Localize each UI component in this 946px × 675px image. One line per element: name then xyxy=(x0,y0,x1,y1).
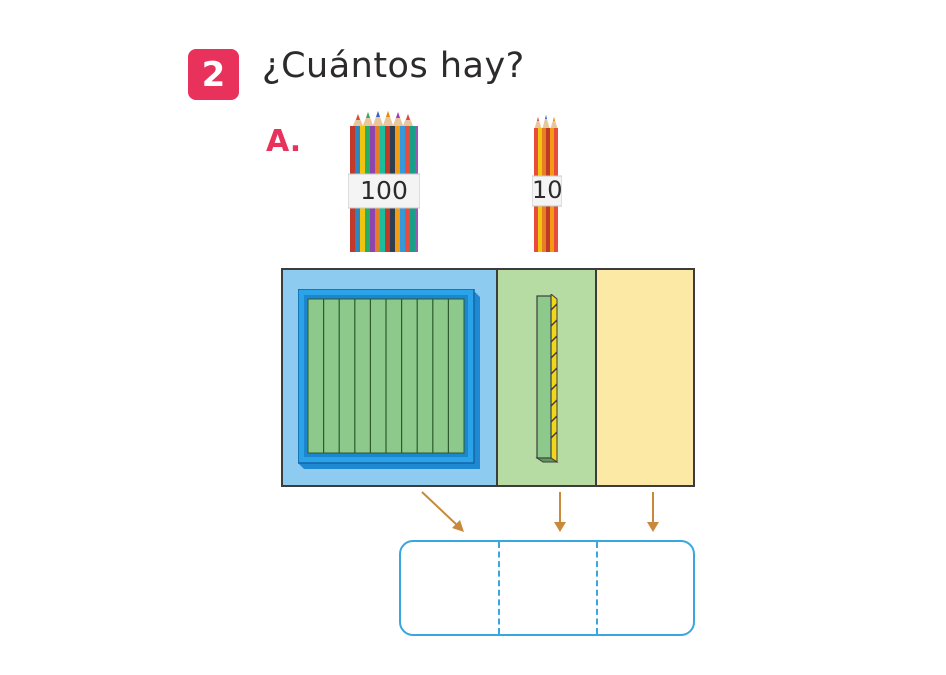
arrow-ones-icon xyxy=(643,490,663,538)
pencil-bundle-hundred-icon: 100 xyxy=(348,110,420,254)
exercise-number: 2 xyxy=(201,54,226,95)
question-title: ¿Cuántos hay? xyxy=(262,46,525,86)
answer-divider-1 xyxy=(498,542,500,634)
answer-boxes xyxy=(399,540,695,636)
answer-hundreds-cell[interactable] xyxy=(399,540,498,636)
answer-divider-2 xyxy=(596,542,598,634)
pencil-bundle-ten-icon: 10 xyxy=(532,114,563,254)
ones-column xyxy=(595,268,695,487)
part-label: A. xyxy=(266,124,302,159)
hundred-flat-block-icon xyxy=(297,288,484,475)
answer-ones-cell[interactable] xyxy=(596,540,695,636)
arrow-tens-icon xyxy=(550,490,570,538)
pencil-bundle-hundred-label: 100 xyxy=(360,176,408,205)
place-value-table xyxy=(281,268,695,487)
pencil-bundle-ten-label: 10 xyxy=(532,176,563,204)
answer-tens-cell[interactable] xyxy=(498,540,596,636)
ten-rod-block-icon xyxy=(535,292,561,468)
arrow-hundreds-icon xyxy=(418,490,470,538)
answer-boxes-border xyxy=(399,540,695,636)
exercise-number-badge: 2 xyxy=(188,49,239,100)
